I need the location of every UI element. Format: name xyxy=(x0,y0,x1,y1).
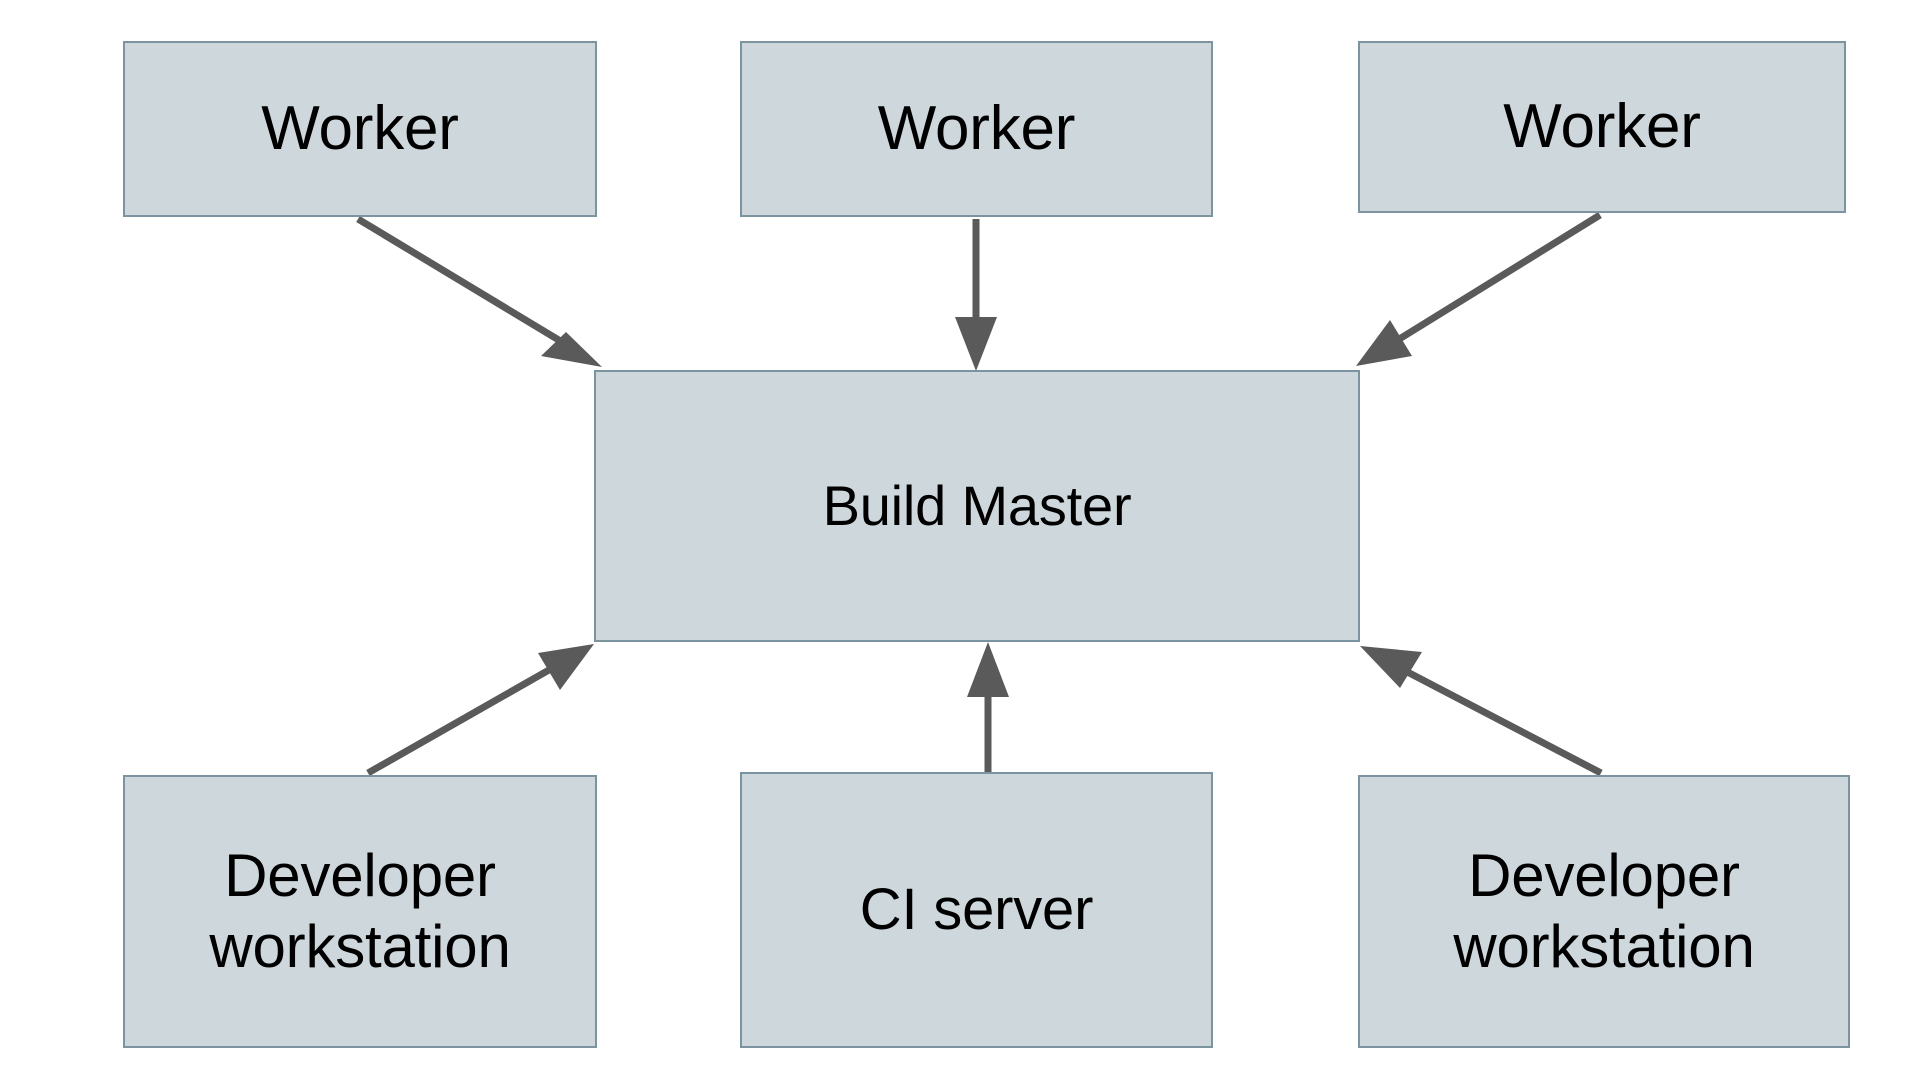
node-developer-workstation-1[interactable]: Developer workstation xyxy=(123,775,597,1048)
node-build-master[interactable]: Build Master xyxy=(594,370,1360,642)
edge-worker-3-to-build-master xyxy=(1356,212,1602,366)
edge-ci-server-to-build-master xyxy=(967,642,1009,772)
node-worker-2[interactable]: Worker xyxy=(740,41,1213,217)
edge-worker-1-to-build-master xyxy=(356,216,602,367)
node-ci-server[interactable]: CI server xyxy=(740,772,1213,1048)
node-worker-1[interactable]: Worker xyxy=(123,41,597,217)
edge-dev-ws-1-to-build-master xyxy=(366,644,594,777)
edge-dev-ws-2-to-build-master xyxy=(1360,646,1603,777)
edge-worker-2-to-build-master xyxy=(955,219,997,371)
node-worker-3[interactable]: Worker xyxy=(1358,41,1846,213)
node-developer-workstation-2[interactable]: Developer workstation xyxy=(1358,775,1850,1048)
